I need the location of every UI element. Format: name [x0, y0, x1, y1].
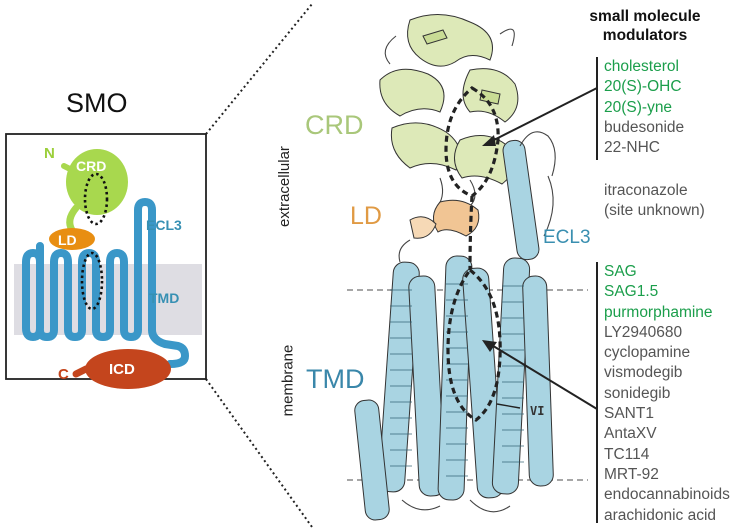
structure-tmd-ribbon	[354, 139, 554, 521]
list-item: cyclopamine	[604, 344, 691, 362]
modulators-header-line2: modulators	[602, 27, 688, 44]
list-item: SAG1.5	[604, 283, 659, 301]
structure-tmd-label: TMD	[306, 364, 365, 394]
structure-tmd-site	[446, 267, 502, 422]
schematic-crd-site	[83, 172, 109, 226]
list-item: SANT1	[604, 405, 654, 423]
structure-ecl3-label: ECL3	[543, 227, 591, 248]
unknown-site-line2: (site unknown)	[604, 202, 705, 220]
list-item: cholesterol	[604, 58, 679, 75]
list-item: LY2940680	[604, 323, 683, 341]
structure-ld-label: LD	[350, 202, 382, 230]
structure-crd-label: CRD	[305, 110, 364, 140]
list-item: budesonide	[604, 118, 685, 136]
list-item: sonidegib	[604, 384, 671, 402]
structure-crd-ribbon	[379, 14, 519, 185]
schematic-n-label: N	[44, 145, 55, 162]
zoom-line-bottom	[205, 378, 313, 528]
schematic-c-term	[72, 365, 90, 378]
tmd-pointer-line	[489, 343, 598, 410]
schematic-c-label: C	[58, 366, 69, 383]
crd-modulator-list: cholesterol 20(S)-OHC 20(S)-yne budesoni…	[604, 57, 684, 158]
tmd-pointer-arrowhead	[482, 340, 497, 352]
list-item: 20(S)-yne	[604, 98, 673, 116]
list-item: arachidonic acid	[604, 506, 717, 524]
structure-tmd-loops	[398, 131, 556, 513]
crd-pointer-arrowhead	[482, 135, 496, 146]
list-item: AntaXV	[604, 425, 657, 443]
schematic-icd	[85, 349, 171, 389]
zoom-line-top	[205, 3, 313, 135]
modulators-header: small molecule modulators	[570, 7, 720, 45]
schematic-tmd-label: TMD	[149, 290, 180, 306]
schematic-crd-label: CRD	[76, 158, 107, 174]
schematic-ld	[49, 228, 95, 250]
crd-pointer-line	[487, 87, 598, 144]
list-item: MRT-92	[604, 465, 659, 483]
structure-crd-site	[444, 86, 500, 198]
unknown-site-modulator: itraconazole (site unknown)	[604, 181, 705, 222]
schematic-ld-label: LD	[58, 232, 77, 248]
schematic-n-term	[61, 163, 79, 175]
tmd-modulator-list: SAG SAG1.5 purmorphamine LY2940680 cyclo…	[604, 262, 730, 526]
list-item: vismodegib	[604, 364, 683, 382]
smo-title: SMO	[66, 88, 128, 118]
membrane-label: membrane	[279, 344, 297, 417]
structure-tmd-turns	[390, 283, 524, 477]
schematic-tm-helices	[22, 198, 189, 368]
modulators-header-line1: small molecule	[589, 8, 701, 25]
list-item: SAG	[604, 263, 637, 280]
vi-pointer-line	[496, 403, 521, 409]
schematic-ecl3-label: ECL3	[146, 217, 182, 233]
structure-ld-ribbon	[409, 199, 480, 239]
list-item: endocannabinoids	[604, 486, 730, 504]
schematic-icd-label: ICD	[109, 361, 135, 378]
list-item: 20(S)-OHC	[604, 78, 682, 96]
list-item: 22-NHC	[604, 139, 660, 157]
schematic-crd	[66, 149, 128, 215]
extracellular-label: extracellular	[275, 146, 293, 227]
unknown-site-line1: itraconazole	[604, 182, 688, 199]
schematic-tmd-site	[80, 251, 104, 311]
structure-vi-label: VI	[530, 404, 545, 418]
list-item: purmorphamine	[604, 303, 713, 321]
list-item: TC114	[604, 445, 650, 463]
